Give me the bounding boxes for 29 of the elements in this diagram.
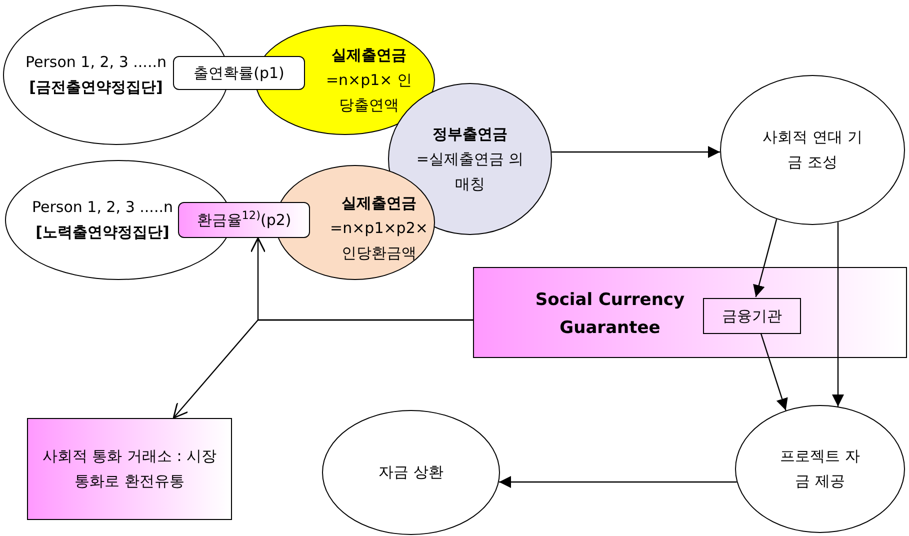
node-text: 실제출연금 [340, 193, 418, 214]
gradient-panel [473, 267, 907, 358]
process-box [27, 418, 232, 520]
node-text: 프로젝트 자금 제공 [779, 446, 861, 492]
node-text: 출연확률(p1) [194, 62, 284, 84]
node-text: [금전출연약정집단] [28, 77, 164, 98]
node-text: 사회적 통화 거래소 : 시장통화로 환전유통 [41, 446, 218, 492]
label-box [703, 298, 801, 334]
node-text: 자금 상환 [378, 462, 444, 483]
node-text: Social Currency Guarantee [534, 289, 686, 340]
node-text: 사회적 연대 기금 조성 [762, 127, 862, 173]
node-text: 실제출연금 [330, 44, 408, 66]
arrow [499, 476, 737, 488]
node-text: [노력출연약정집단] [34, 222, 170, 243]
arrow [832, 222, 844, 406]
node-text: =n×p1× 인당출연액 [324, 70, 414, 116]
node-text: 금융기관 [722, 306, 782, 326]
node-text: =실제출연금 의 매칭 [415, 148, 525, 194]
node-text: 환금율$^{12)}$(p2) [196, 208, 292, 230]
label-box [178, 202, 310, 238]
node-text: 정부출연금 [432, 124, 508, 144]
label-box [173, 56, 305, 90]
node-text: Person 1, 2, 3 .....n [31, 197, 174, 218]
node-text: =n×p1×p2× 인당환금액 [329, 218, 429, 264]
arrow [552, 146, 720, 158]
arrow [760, 332, 788, 411]
arrow [753, 218, 778, 298]
arrow [172, 319, 473, 419]
node-text: Person 1, 2, 3 .....n [24, 52, 168, 73]
